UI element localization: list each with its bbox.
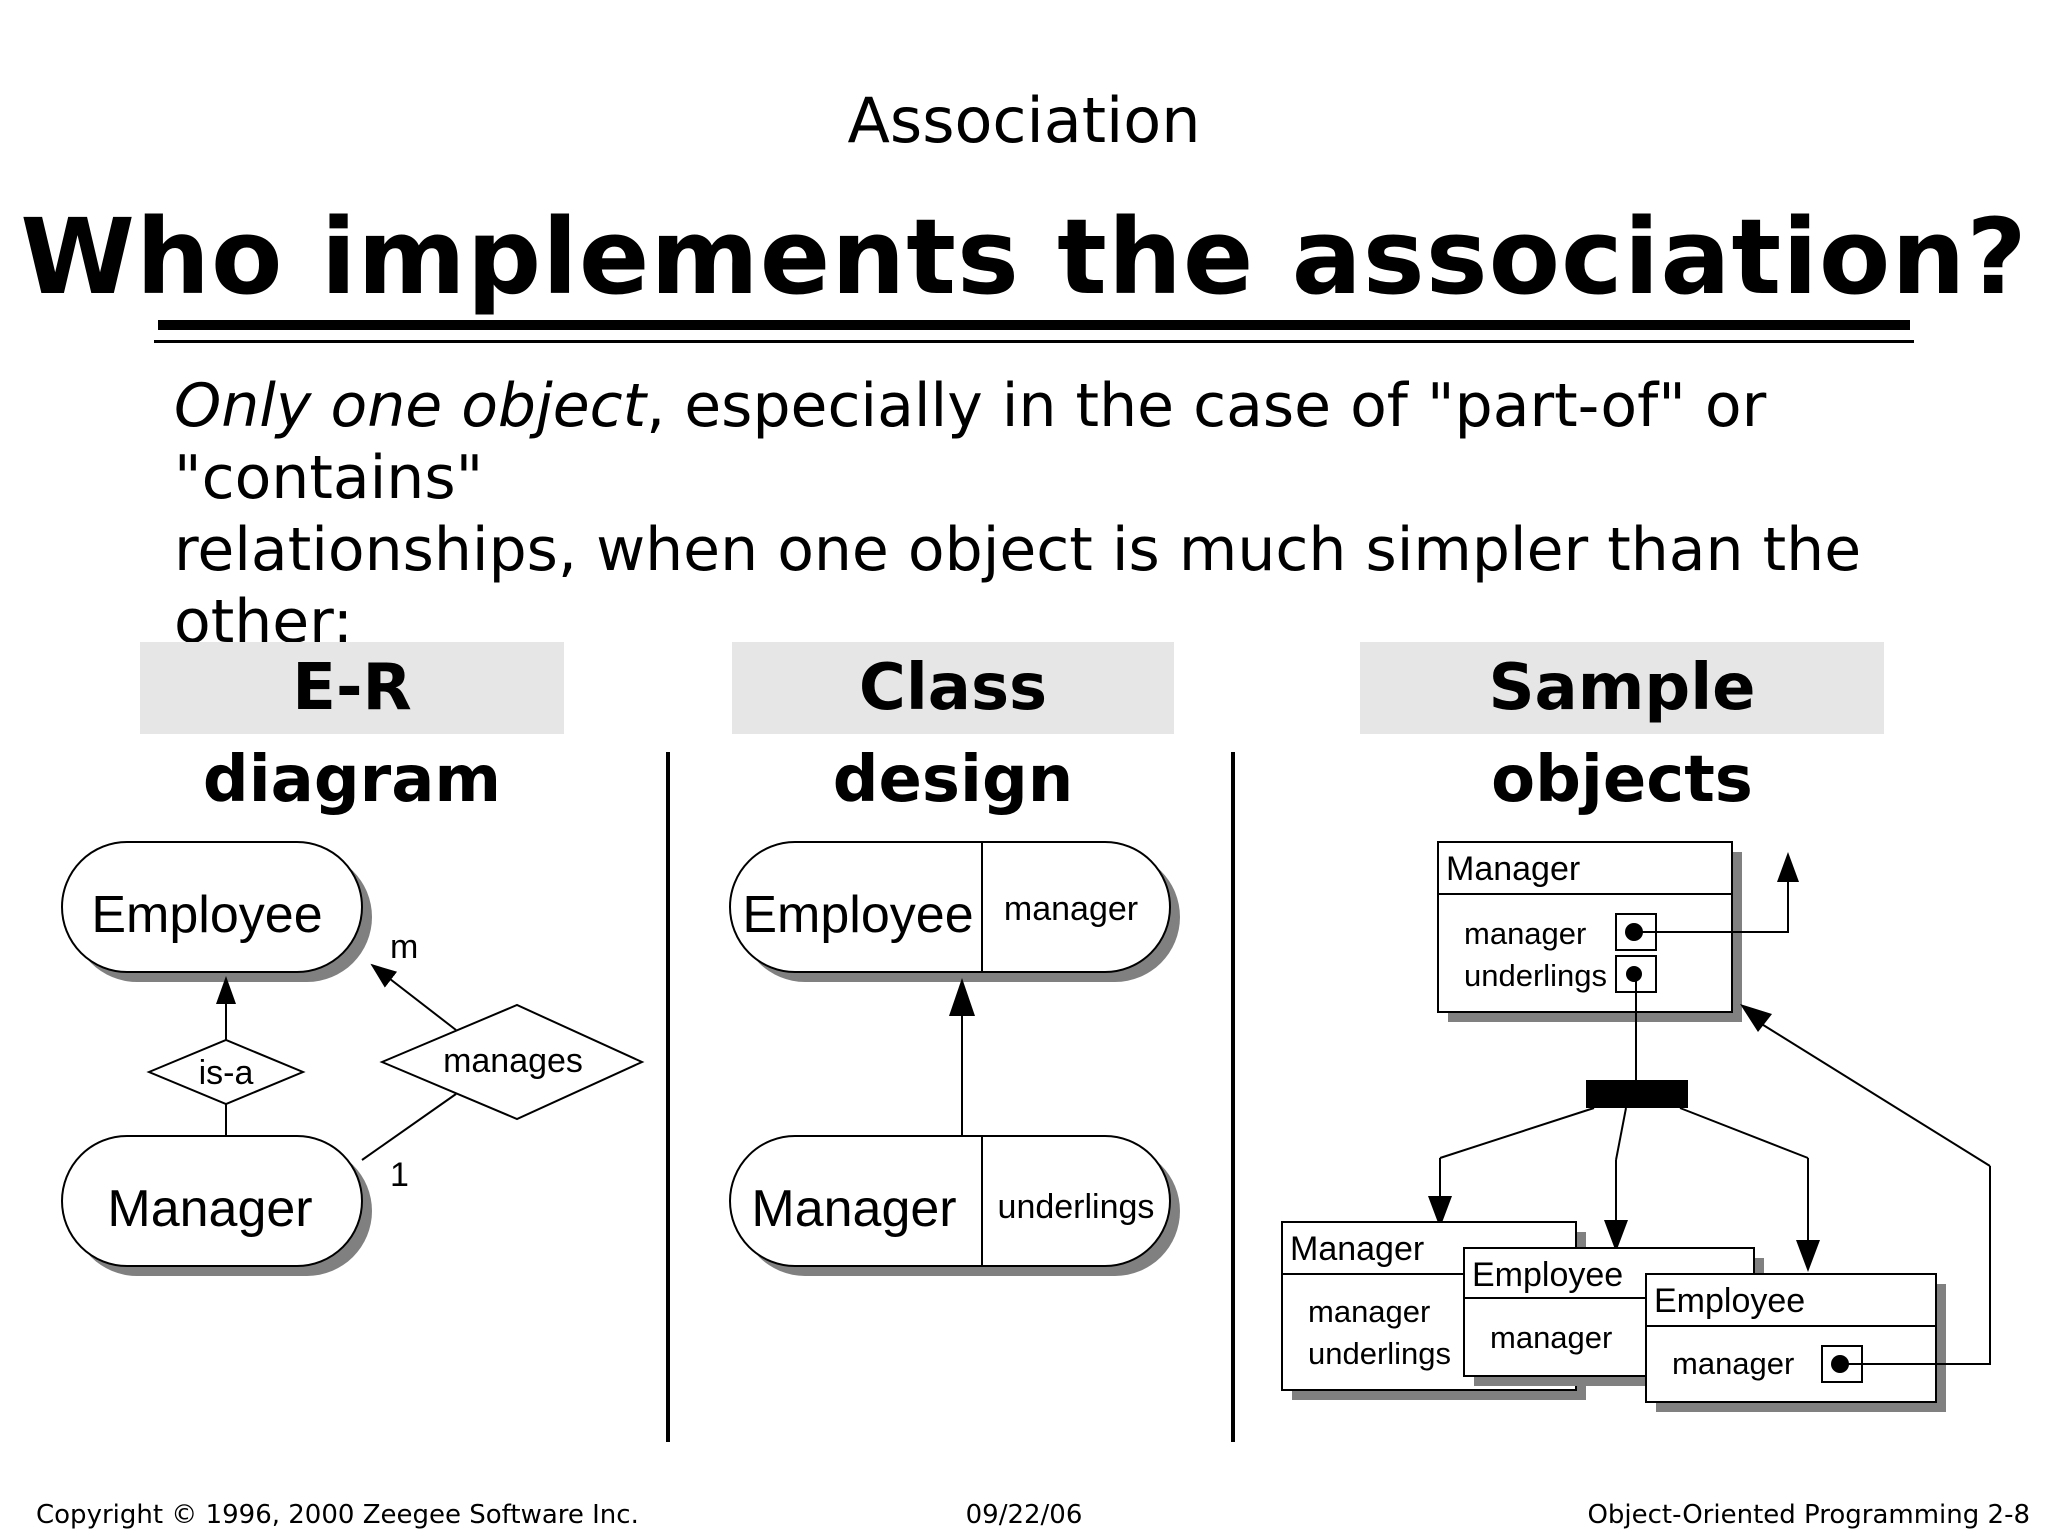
column-divider-1 [666,752,670,1442]
slide-title: Who implements the association? [20,196,2028,318]
body-line-2: relationships, when one object is much s… [174,515,1862,585]
object-lower-manager-field-1: manager [1308,1294,1430,1329]
title-rule-thick [158,320,1910,330]
collection-bar [1586,1080,1688,1108]
body-paragraph: Only one object, especially in the case … [174,370,1974,658]
object-lower-manager-field-2: underlings [1308,1336,1451,1371]
er-diagram-heading: E-R diagram [140,642,564,817]
er-isa-label: is-a [199,1054,254,1092]
class-inheritance-arrow [949,978,975,1136]
er-entity-employee: Employee [61,841,372,982]
er-manages-label: manages [443,1042,583,1080]
class-employee-label: Employee [742,886,973,944]
object-employee-2: Employee manager [1645,1273,1946,1412]
body-emphasis: Only one object [174,371,647,441]
object-employee-2-field-1: manager [1672,1346,1794,1381]
er-cardinality-1: 1 [390,1156,409,1194]
class-manager-attr: underlings [998,1188,1155,1226]
footer-date: 09/22/06 [965,1500,1083,1530]
object-employee-1-title: Employee [1472,1256,1623,1294]
er-manages-relation: manages m 1 [361,928,645,1194]
object-top-manager-field-2: underlings [1464,958,1607,993]
er-isa-relation: is-a [146,976,306,1136]
class-manager-label: Manager [751,1180,956,1238]
footer-course: Object-Oriented Programming 2-8 [1587,1500,2030,1530]
er-cardinality-m: m [390,928,418,966]
class-manager: Manager underlings [729,1135,1180,1276]
object-employee-1-field-1: manager [1490,1320,1612,1355]
sample-objects-heading: Sample objects [1360,642,1884,817]
class-employee: Employee manager [729,841,1180,982]
er-entity-employee-label: Employee [91,886,322,944]
object-top-manager: Manager manager underlings [1437,841,1742,1022]
slide-subtitle: Association [847,84,1201,157]
er-entity-manager-label: Manager [107,1180,312,1238]
body-line-1-rest: , especially in the case of "part-of" or… [174,371,1767,513]
sample-objects: Manager manager underlings Manager [1281,841,1991,1412]
object-top-manager-title: Manager [1446,850,1580,888]
object-employee-2-title: Employee [1654,1282,1805,1320]
isa-arrowhead [216,976,236,1004]
class-design-heading: Class design [732,642,1174,817]
title-rule-thin [154,340,1914,343]
object-lower-manager-title: Manager [1290,1230,1424,1268]
er-diagram: Employee Manager is-a manages m 1 [61,841,645,1276]
er-entity-manager: Manager [61,1135,372,1276]
class-employee-attr: manager [1004,890,1138,928]
class-design: Employee manager Manager underlings [729,841,1180,1276]
footer-copyright: Copyright © 1996, 2000 Zeegee Software I… [36,1500,639,1530]
column-divider-2 [1231,752,1235,1442]
body-line-1: Only one object, especially in the case … [174,370,1974,514]
object-top-manager-field-1: manager [1464,916,1586,951]
